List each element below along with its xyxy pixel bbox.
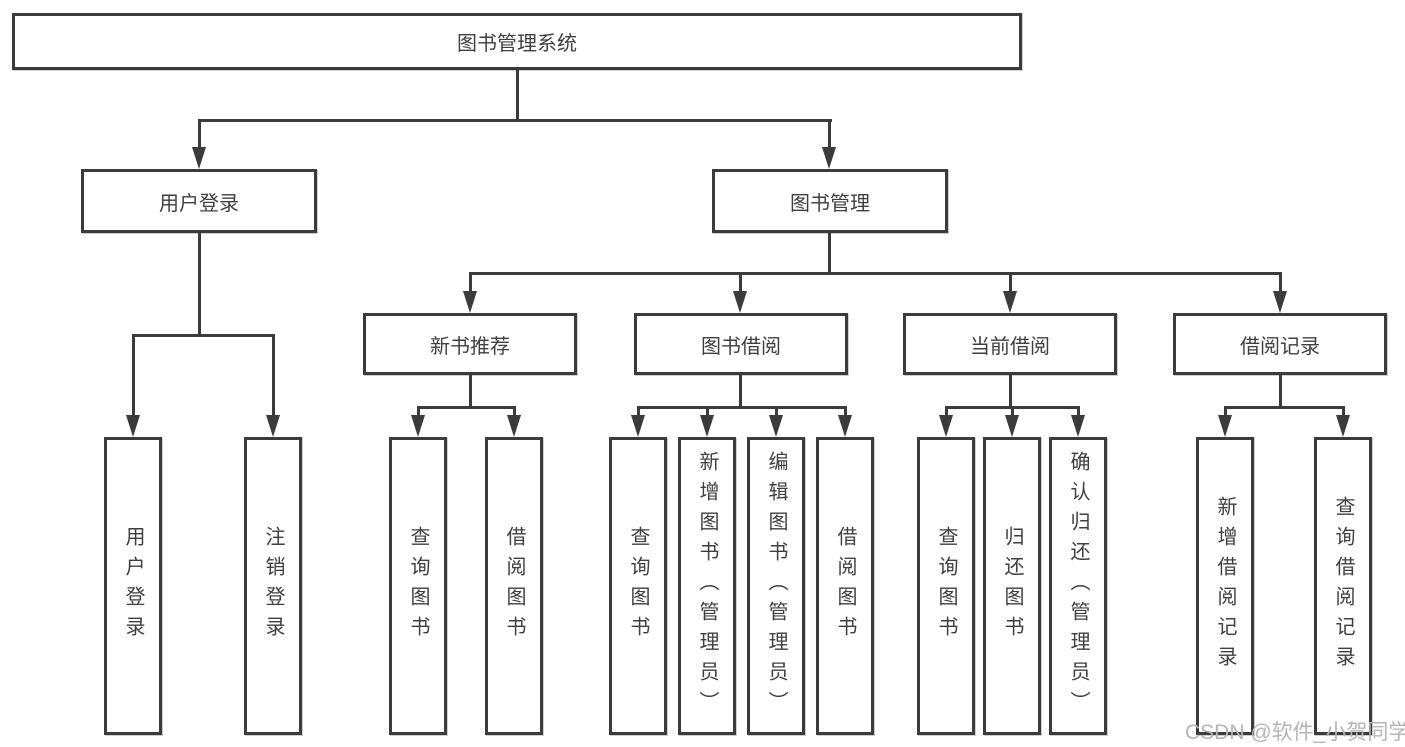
- arrowhead-down-icon: [1005, 415, 1019, 437]
- connector-stub: [828, 233, 831, 274]
- csdn-watermark: CSDN @软件_小贺同学: [1185, 721, 1405, 744]
- connector-drop: [513, 406, 516, 418]
- leaf-query-borrow-record-label: 查询借阅记录: [1332, 496, 1354, 676]
- arrowhead-down-icon: [1071, 415, 1085, 437]
- connector-drop: [1011, 406, 1014, 418]
- connector-drop: [198, 119, 201, 149]
- node-root-label: 图书管理系统: [457, 33, 577, 55]
- connector-root-stub: [516, 70, 519, 121]
- leaf-logout-label: 注销登录: [262, 526, 284, 646]
- leaf-borrow-books-recommend-label: 借阅图书: [503, 526, 525, 646]
- leaf-borrow-books-label: 借阅图书: [834, 526, 856, 646]
- node-user-login-label: 用户登录: [159, 192, 239, 215]
- node-borrow-records: 借阅记录: [1173, 313, 1387, 375]
- leaf-query-books-current: 查询图书: [917, 437, 975, 735]
- arrowhead-down-icon: [1336, 415, 1350, 437]
- node-current-borrow-label: 当前借阅: [970, 335, 1050, 358]
- leaf-query-books-recommend-label: 查询图书: [407, 526, 429, 646]
- arrowhead-down-icon: [1218, 415, 1232, 437]
- leaf-query-books-current-label: 查询图书: [935, 526, 957, 646]
- connector-drop: [469, 272, 472, 294]
- leaf-query-books-borrow-label: 查询图书: [627, 526, 649, 646]
- arrowhead-down-icon: [733, 291, 747, 313]
- connector-drop: [1224, 406, 1227, 418]
- node-current-borrow: 当前借阅: [903, 313, 1117, 375]
- leaf-add-book-admin: 新增图书（管理员）: [678, 437, 736, 735]
- connector-drop: [1009, 272, 1012, 294]
- leaf-query-books-borrow: 查询图书: [609, 437, 667, 735]
- connector-drop: [945, 406, 948, 418]
- leaf-add-book-admin-label: 新增图书（管理员）: [696, 451, 718, 721]
- leaf-query-borrow-record: 查询借阅记录: [1314, 437, 1372, 735]
- connector-drop: [775, 406, 778, 418]
- leaf-borrow-books: 借阅图书: [816, 437, 874, 735]
- leaf-edit-book-admin-label: 编辑图书（管理员）: [765, 451, 787, 721]
- arrowhead-down-icon: [463, 291, 477, 313]
- connector-stub: [1279, 375, 1282, 408]
- node-borrow-records-label: 借阅记录: [1240, 335, 1320, 358]
- connector-branch: [637, 406, 847, 409]
- arrowhead-down-icon: [631, 415, 645, 437]
- leaf-user-login: 用户登录: [104, 437, 162, 735]
- connector-stub: [469, 375, 472, 408]
- connector-branch: [417, 406, 516, 409]
- leaf-return-books: 归还图书: [983, 437, 1041, 735]
- arrowhead-down-icon: [1273, 291, 1287, 313]
- connector-branch: [132, 334, 275, 337]
- node-user-login: 用户登录: [81, 169, 317, 233]
- arrowhead-down-icon: [1003, 291, 1017, 313]
- connector-branch: [1224, 406, 1345, 409]
- connector-drop: [739, 272, 742, 294]
- connector-drop: [132, 334, 135, 418]
- node-new-book-recommend: 新书推荐: [363, 313, 577, 375]
- leaf-confirm-return-admin-label: 确认归还（管理员）: [1067, 451, 1089, 721]
- connector-drop: [1342, 406, 1345, 418]
- arrowhead-down-icon: [266, 415, 280, 437]
- connector-root-branch: [198, 119, 832, 122]
- node-book-management: 图书管理: [712, 169, 948, 233]
- leaf-user-login-label: 用户登录: [122, 526, 144, 646]
- node-book-management-label: 图书管理: [790, 192, 870, 215]
- node-book-borrow-label: 图书借阅: [701, 335, 781, 358]
- connector-drop: [637, 406, 640, 418]
- connector-stub: [198, 233, 201, 336]
- node-new-book-recommend-label: 新书推荐: [430, 335, 510, 358]
- arrowhead-down-icon: [822, 147, 836, 169]
- connector-drop: [272, 334, 275, 418]
- leaf-add-borrow-record: 新增借阅记录: [1196, 437, 1254, 735]
- arrowhead-down-icon: [192, 147, 206, 169]
- leaf-edit-book-admin: 编辑图书（管理员）: [747, 437, 805, 735]
- arrowhead-down-icon: [126, 415, 140, 437]
- arrowhead-down-icon: [769, 415, 783, 437]
- arrowhead-down-icon: [411, 415, 425, 437]
- node-book-borrow: 图书借阅: [634, 313, 848, 375]
- connector-drop: [844, 406, 847, 418]
- node-root: 图书管理系统: [12, 13, 1022, 70]
- leaf-borrow-books-recommend: 借阅图书: [485, 437, 543, 735]
- arrowhead-down-icon: [700, 415, 714, 437]
- arrowhead-down-icon: [939, 415, 953, 437]
- arrowhead-down-icon: [507, 415, 521, 437]
- leaf-logout: 注销登录: [244, 437, 302, 735]
- connector-drop: [1077, 406, 1080, 418]
- leaf-query-books-recommend: 查询图书: [389, 437, 447, 735]
- connector-stub: [739, 375, 742, 408]
- leaf-add-borrow-record-label: 新增借阅记录: [1214, 496, 1236, 676]
- connector-stub: [1009, 375, 1012, 408]
- connector-branch: [469, 272, 1282, 275]
- connector-drop: [1279, 272, 1282, 294]
- connector-drop: [706, 406, 709, 418]
- arrowhead-down-icon: [838, 415, 852, 437]
- leaf-return-books-label: 归还图书: [1001, 526, 1023, 646]
- connector-drop: [417, 406, 420, 418]
- connector-drop: [828, 119, 831, 149]
- leaf-confirm-return-admin: 确认归还（管理员）: [1049, 437, 1107, 735]
